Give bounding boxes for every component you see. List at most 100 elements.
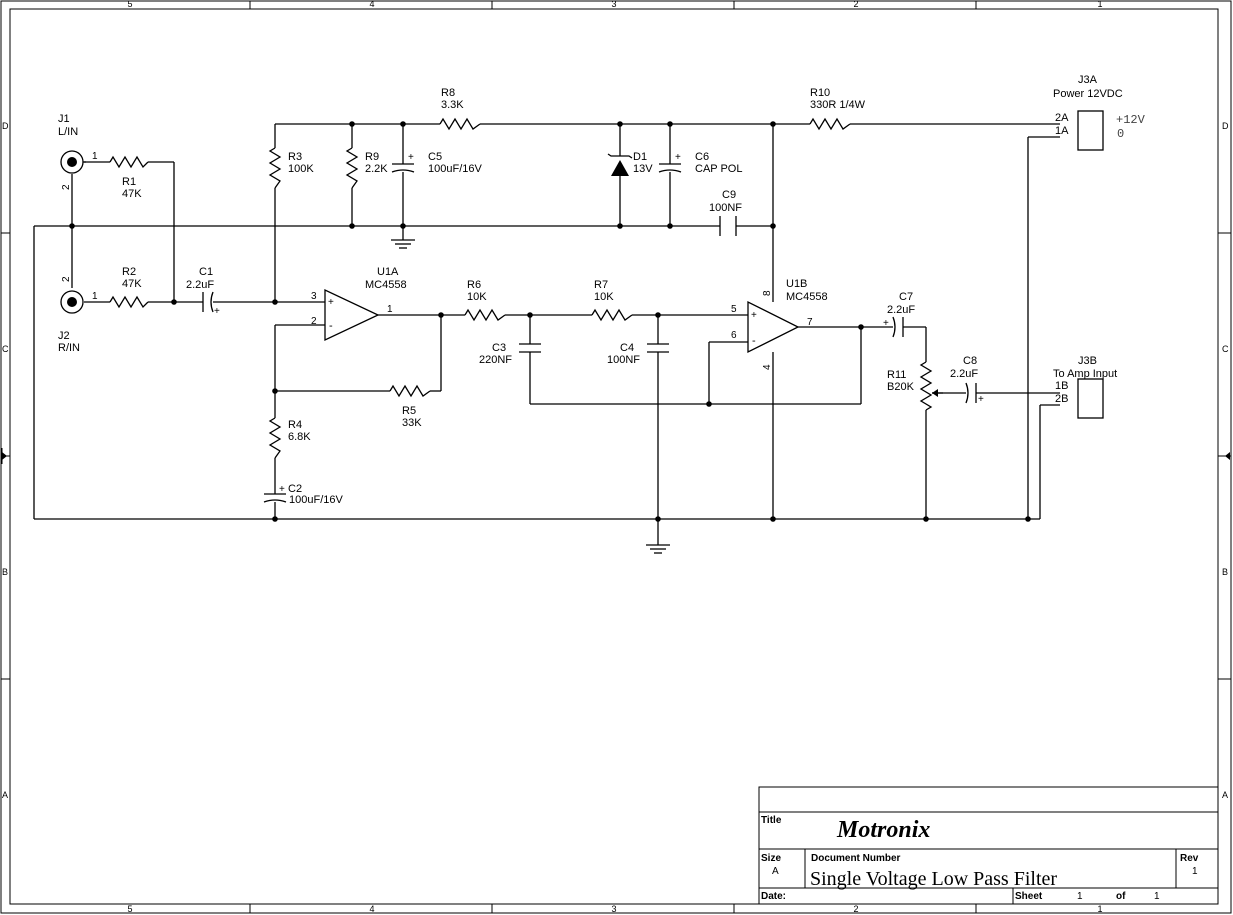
ref-label: J3A bbox=[1078, 74, 1098, 86]
pin-label: 6 bbox=[731, 330, 737, 341]
ref-label: C1 bbox=[199, 266, 213, 278]
pin-label: 1A bbox=[1055, 125, 1069, 137]
ref-label: R10 bbox=[810, 87, 830, 99]
pin-label: 5 bbox=[731, 304, 737, 315]
resistor-R7: R7 10K bbox=[591, 279, 633, 322]
rev-value: 1 bbox=[1192, 866, 1198, 877]
polarity-sign: + bbox=[978, 394, 984, 405]
value-label: 10K bbox=[594, 291, 614, 303]
column-marker: 5 bbox=[127, 904, 132, 914]
size-value: A bbox=[772, 866, 779, 877]
rev-label: Rev bbox=[1180, 853, 1199, 864]
column-marker: 2 bbox=[853, 904, 858, 914]
date-label: Date: bbox=[761, 891, 786, 902]
ref-label: J2 bbox=[58, 330, 70, 342]
value-label: 100uF/16V bbox=[289, 494, 343, 506]
row-marker: A bbox=[2, 790, 8, 800]
value-label: 3.3K bbox=[441, 99, 464, 111]
size-label: Size bbox=[761, 853, 781, 864]
input-sign: + bbox=[328, 297, 334, 308]
potentiometer-R11: R11 B20K bbox=[887, 361, 943, 411]
pin-label: 2B bbox=[1055, 393, 1068, 405]
row-marker: D bbox=[2, 121, 9, 131]
ref-label: R1 bbox=[122, 176, 136, 188]
capacitor-C7: + C7 2.2uF bbox=[883, 291, 915, 338]
ref-label: C4 bbox=[620, 342, 634, 354]
value-label: 47K bbox=[122, 278, 142, 290]
resistor-R5: R5 33K bbox=[389, 384, 431, 429]
ref-label: R11 bbox=[887, 369, 906, 381]
net-note: 0 bbox=[1117, 127, 1124, 141]
row-marker: A bbox=[1222, 790, 1228, 800]
ref-label: J1 bbox=[58, 113, 70, 125]
zener-diode-D1: D1 13V bbox=[607, 151, 653, 176]
ref-label: C5 bbox=[428, 151, 442, 163]
ref-label: R8 bbox=[441, 87, 455, 99]
of-value: 1 bbox=[1154, 891, 1160, 902]
value-label: CAP POL bbox=[695, 163, 743, 175]
title-block: Title Motronix Size A Document Number Si… bbox=[758, 786, 1219, 905]
value-label: MC4558 bbox=[365, 279, 407, 291]
resistor-R3: R3 100K bbox=[268, 147, 314, 189]
value-label: 2.2K bbox=[365, 163, 388, 175]
capacitor-C8: + C8 2.2uF bbox=[950, 355, 984, 405]
input-sign: - bbox=[329, 320, 333, 332]
ref-label: R5 bbox=[402, 405, 416, 417]
column-marker: 4 bbox=[369, 904, 374, 914]
ref-label: R3 bbox=[288, 151, 302, 163]
ref-label: R7 bbox=[594, 279, 608, 291]
of-label: of bbox=[1116, 891, 1126, 902]
ref-label: R6 bbox=[467, 279, 481, 291]
resistor-R9: R9 2.2K bbox=[345, 147, 388, 189]
connector-J1: J1 L/IN 1 2 bbox=[58, 113, 98, 190]
value-label: 6.8K bbox=[288, 431, 311, 443]
ref-label: R2 bbox=[122, 266, 136, 278]
value-label: 2.2uF bbox=[950, 368, 978, 380]
value-label: L/IN bbox=[58, 126, 78, 138]
ref-label: C7 bbox=[899, 291, 913, 303]
row-marker: B bbox=[2, 567, 8, 577]
capacitor-C6: + C6 CAP POL bbox=[658, 151, 743, 175]
value-label: 100uF/16V bbox=[428, 163, 482, 175]
ref-label: U1B bbox=[786, 278, 807, 290]
input-sign: - bbox=[752, 335, 756, 347]
value-label: 100NF bbox=[607, 354, 640, 366]
connector-J2: J2 R/IN 1 2 bbox=[58, 276, 98, 354]
value-label: R/IN bbox=[58, 342, 80, 354]
pin-label: 8 bbox=[762, 290, 773, 296]
resistor-R10: R10 330R 1/4W bbox=[809, 87, 866, 131]
ref-label: R9 bbox=[365, 151, 379, 163]
pin-label: 1B bbox=[1055, 380, 1068, 392]
ground-symbol-icon bbox=[646, 544, 670, 554]
wires bbox=[33, 123, 1060, 545]
value-label: 330R 1/4W bbox=[810, 99, 866, 111]
column-marker: 4 bbox=[369, 0, 374, 9]
drawing-title: Motronix bbox=[836, 817, 930, 843]
title-label: Title bbox=[761, 815, 782, 826]
sheet-label: Sheet bbox=[1015, 891, 1043, 902]
connector-J3A: J3A Power 12VDC 2A 1A +12V 0 bbox=[1053, 74, 1146, 151]
ref-label: U1A bbox=[377, 266, 399, 278]
pin-label: 1 bbox=[92, 291, 98, 302]
ref-label: C9 bbox=[722, 189, 736, 201]
column-marker: 2 bbox=[853, 0, 858, 9]
resistor-R1: R1 47K bbox=[109, 155, 149, 200]
value-label: 220NF bbox=[479, 354, 512, 366]
value-label: 100NF bbox=[709, 202, 742, 214]
column-marker: 1 bbox=[1097, 904, 1102, 914]
resistor-R6: R6 10K bbox=[464, 279, 506, 322]
pin-label: 7 bbox=[807, 317, 813, 328]
value-label: 2.2uF bbox=[887, 304, 915, 316]
value-label: 13V bbox=[633, 163, 653, 175]
row-marker: C bbox=[2, 344, 9, 354]
document-number-label: Document Number bbox=[811, 853, 901, 864]
column-marker: 5 bbox=[127, 0, 132, 9]
value-label: 100K bbox=[288, 163, 314, 175]
value-label: To Amp Input bbox=[1053, 368, 1117, 380]
polarity-sign: + bbox=[675, 152, 681, 163]
pin-label: 2A bbox=[1055, 112, 1069, 124]
column-marker: 1 bbox=[1097, 0, 1102, 9]
junctions bbox=[69, 121, 1031, 522]
